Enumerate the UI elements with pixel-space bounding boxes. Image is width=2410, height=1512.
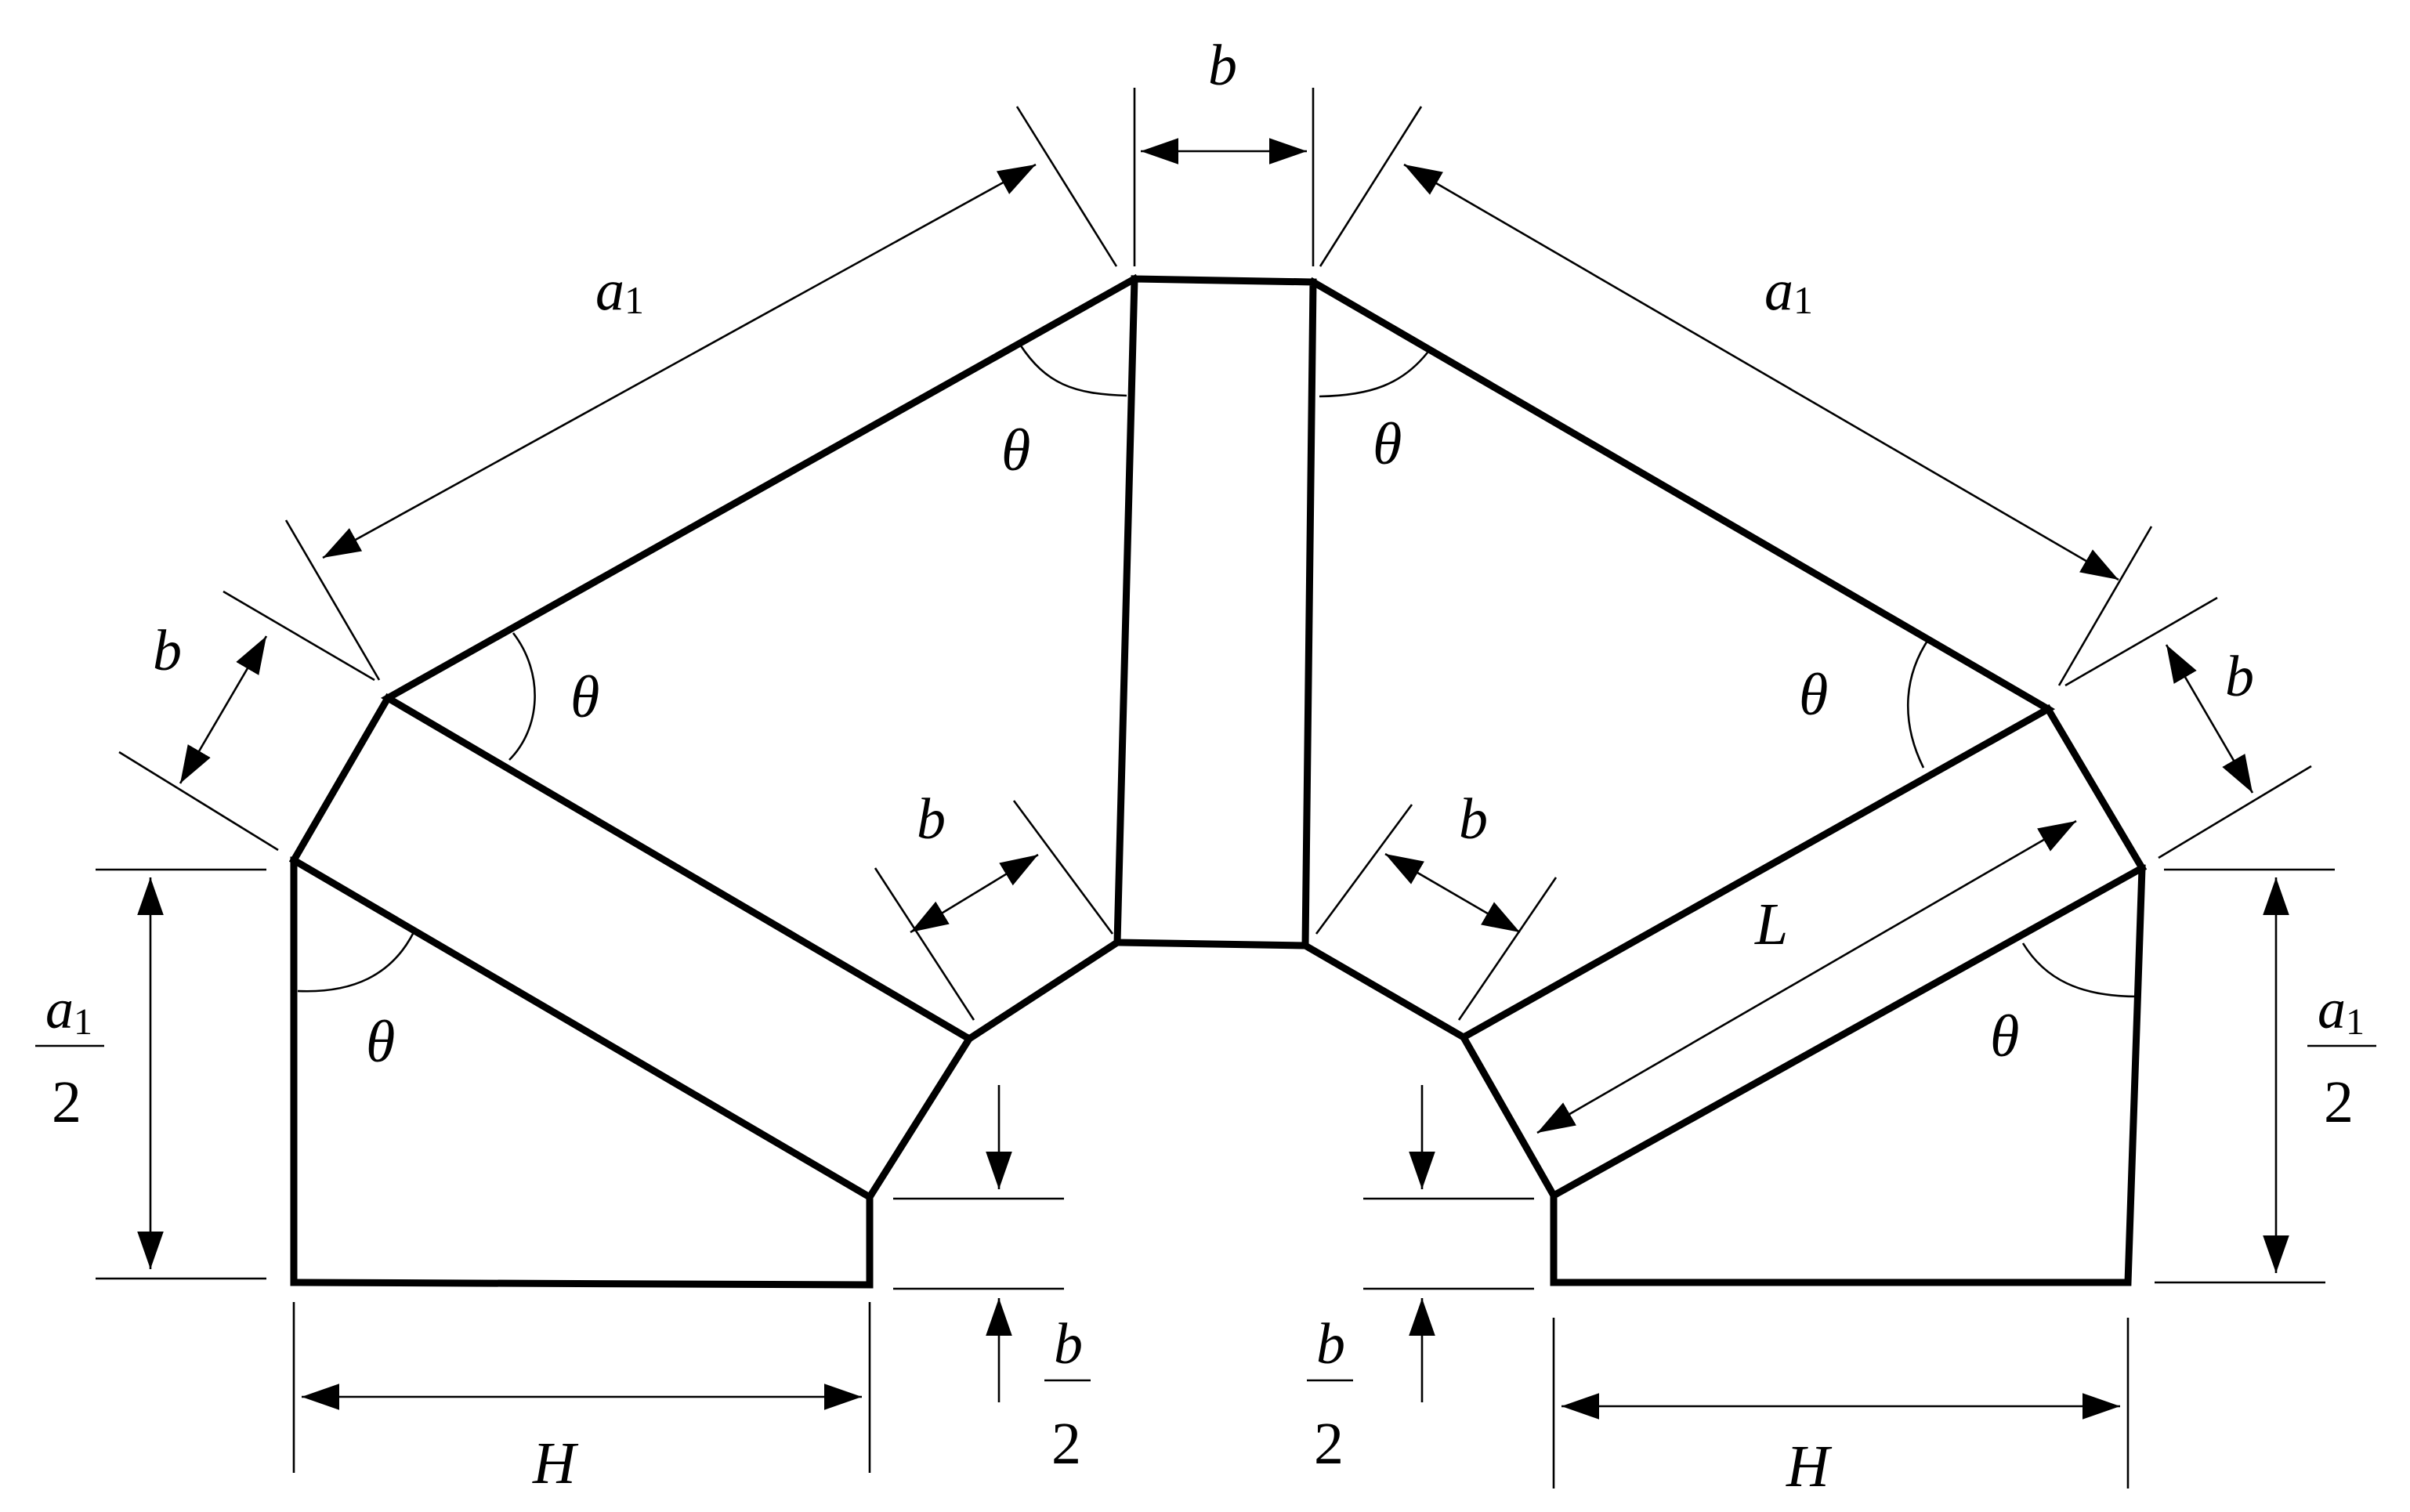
label-theta-mid-left: θ [570,664,599,730]
label-a1-left-sub: 1 [624,278,644,322]
label-b-half-left-b: b [1054,1312,1083,1376]
label-a1-half-left-sub: 1 [74,1001,92,1043]
label-a1-right: a 1 [1764,259,1813,323]
center-strip [1113,275,1317,950]
labels: b a 1 a 1 θ θ θ θ θ θ b b b b L a 1 2 a … [35,34,2376,1499]
angle-arc-top-left [1019,344,1127,397]
label-a1-half-right-sub: 1 [2346,1001,2365,1043]
angle-arc-mid-right [1906,638,1931,769]
label-a1-left: a 1 [595,259,644,323]
label-theta-top-left: θ [1001,418,1030,483]
label-b-inner-right: b [1459,787,1488,852]
extension-lines [96,88,2335,1488]
dim-b-left [179,635,268,784]
dimension-arrows [137,138,2289,1420]
right-upper-strip [1300,277,2056,1042]
label-a1-half-left-a: a [45,978,74,1040]
label-a1-half-right-denominator: 2 [2324,1069,2354,1135]
label-a1-right-sub: 1 [1793,278,1813,322]
dim-b-right [2165,644,2254,794]
label-H-left: H [532,1431,579,1496]
dim-b-inner-right [1384,852,1521,934]
label-b-half-left: b 2 [1044,1312,1091,1477]
label-b-half-right-b: b [1316,1312,1345,1376]
label-b-right: b [2225,645,2254,709]
dim-a1-right [1403,163,2119,581]
label-a1-left-a: a [595,259,624,323]
label-theta-top-right: θ [1373,411,1402,477]
angle-arc-bottom-left [297,931,415,993]
angle-arc-mid-left [508,632,536,761]
label-b-top: b [1208,34,1237,98]
label-a1-half-right: a 1 2 [2307,978,2376,1135]
left-lower-strip [288,693,975,1203]
label-b-half-right: b 2 [1307,1312,1353,1477]
left-base-block [290,856,874,1289]
label-L: L [1754,892,1788,957]
left-upper-strip [380,273,1140,1044]
label-b-inner-left: b [917,787,946,852]
label-b-half-right-denominator: 2 [1314,1411,1344,1477]
shape-outline [288,273,2148,1289]
right-base-block [1550,864,2146,1286]
dim-b-inner-left [910,853,1039,934]
dim-a1-left [322,163,1037,559]
angle-arcs [297,344,2138,998]
dim-L [1536,819,2077,1134]
label-theta-bottom-left: θ [366,1009,395,1075]
label-a1-right-a: a [1764,259,1793,323]
label-theta-mid-right: θ [1799,662,1828,728]
right-lower-strip [1458,704,2148,1201]
label-a1-half-left: a 1 2 [35,978,104,1135]
label-b-left: b [153,619,182,683]
label-a1-half-left-denominator: 2 [52,1069,81,1135]
label-H-right: H [1786,1434,1833,1499]
label-a1-half-right-a: a [2318,978,2346,1040]
angle-arc-top-right [1319,352,1429,398]
label-theta-bottom-right: θ [1990,1004,2019,1069]
angle-arc-bottom-right [2021,942,2138,998]
label-b-half-left-denominator: 2 [1051,1411,1081,1477]
